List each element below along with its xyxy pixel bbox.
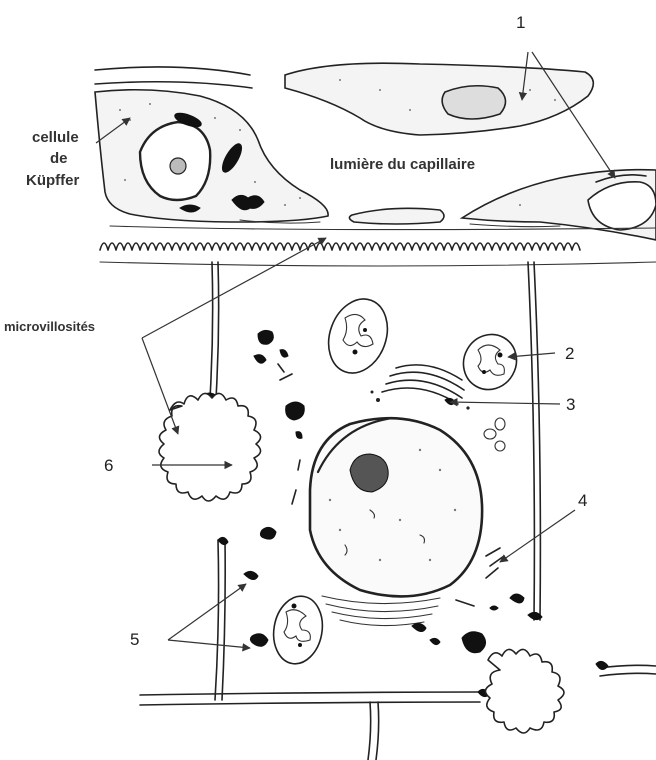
label-number-4: 4 <box>578 491 587 510</box>
label-number-1: 1 <box>516 13 525 32</box>
rough-er <box>322 596 440 626</box>
mitochondrion-right <box>453 325 526 399</box>
label-number-2: 2 <box>565 344 574 363</box>
endothelial-nucleus-top <box>442 86 505 119</box>
label-kupffer-line2: de <box>50 150 68 167</box>
bile-canaliculus-right <box>485 649 564 733</box>
label-microvilli: microvillosités <box>4 319 95 334</box>
label-capillary-lumen: lumière du capillaire <box>330 156 475 173</box>
label-number-5: 5 <box>130 630 139 649</box>
hepatocyte-nucleus <box>310 418 482 596</box>
label-kupffer-line1: cellule <box>32 129 79 146</box>
label-number-6: 6 <box>104 456 113 475</box>
capillary-region <box>95 63 656 240</box>
label-kupffer-line3: Küpffer <box>26 172 79 189</box>
bile-canaliculus-left <box>159 393 261 501</box>
mitochondrion-bottom <box>268 592 327 667</box>
mitochondrion-top <box>319 291 398 382</box>
microvilli-border-top <box>100 243 580 250</box>
label-number-3: 3 <box>566 395 575 414</box>
kupffer-cell <box>95 90 328 222</box>
